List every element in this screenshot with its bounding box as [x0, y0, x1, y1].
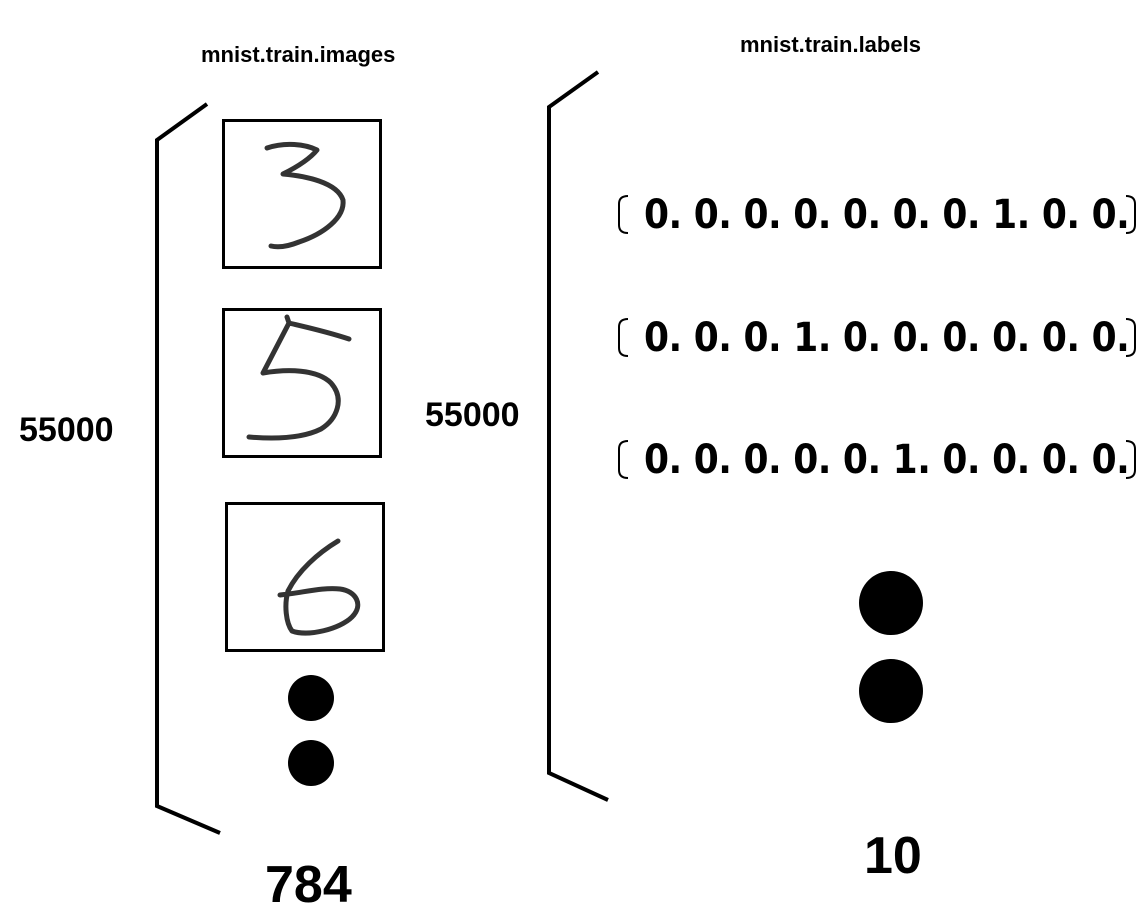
handwritten-digit-5-icon: [246, 314, 352, 441]
images-left-bracket: [155, 102, 221, 835]
images-ellipsis-dot-2: [288, 740, 334, 786]
images-ellipsis-dot-1: [288, 675, 334, 721]
label-vector-1: 0. 0. 0. 0. 0. 0. 0. 1. 0. 0.: [644, 192, 1130, 238]
digit-image-3: [222, 119, 382, 269]
vector-1-close-bracket: [1125, 195, 1136, 234]
images-rows-label: 55000: [19, 411, 114, 449]
labels-ellipsis-dot-2: [859, 659, 923, 723]
vector-2-close-bracket: [1125, 318, 1136, 357]
digit-image-5: [222, 308, 382, 458]
label-vector-3: 0. 0. 0. 0. 0. 1. 0. 0. 0. 0.: [644, 437, 1130, 483]
handwritten-digit-3-icon: [264, 141, 346, 250]
label-vector-2: 0. 0. 0. 1. 0. 0. 0. 0. 0. 0.: [644, 315, 1130, 361]
labels-left-bracket: [547, 70, 609, 802]
labels-title: mnist.train.labels: [740, 32, 921, 57]
vector-3-close-bracket: [1125, 440, 1136, 479]
vector-2-open-bracket: [618, 318, 629, 357]
labels-rows-label: 55000: [425, 396, 520, 434]
images-title: mnist.train.images: [201, 42, 396, 67]
labels-ellipsis-dot-1: [859, 571, 923, 635]
handwritten-digit-6-icon: [277, 538, 361, 636]
label-vector-brackets: [618, 195, 1136, 479]
digit-image-6: [225, 502, 385, 652]
vector-1-open-bracket: [618, 195, 629, 234]
vector-3-open-bracket: [618, 440, 629, 479]
labels-cols-label: 10: [864, 827, 922, 885]
images-cols-label: 784: [265, 856, 352, 914]
